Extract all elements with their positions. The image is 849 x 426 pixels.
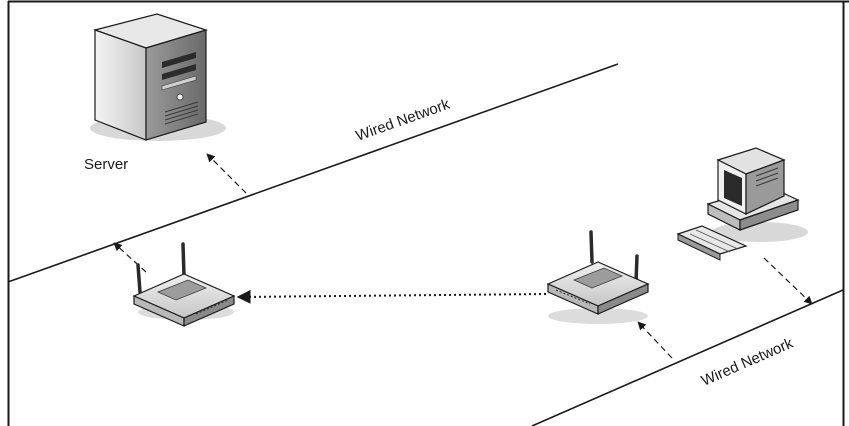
wired-to-ap-arrow-right [637, 321, 673, 359]
wired-network-line-top [7, 63, 619, 283]
wired-network-label-top: Wired Network [354, 96, 453, 145]
wired-network-line-bottom [531, 289, 844, 426]
server-icon [90, 13, 226, 141]
server-label: Server [84, 156, 128, 173]
wireless-link [236, 289, 547, 304]
access-point-left [132, 242, 236, 327]
wired-network-label-bottom: Wired Network [699, 335, 796, 390]
workstation-to-wired-arrow [763, 257, 813, 305]
ap-to-wired-arrow-left [113, 242, 147, 273]
wired-to-server-arrow [206, 153, 247, 194]
access-point-right [546, 230, 650, 324]
workstation-icon [676, 147, 808, 261]
